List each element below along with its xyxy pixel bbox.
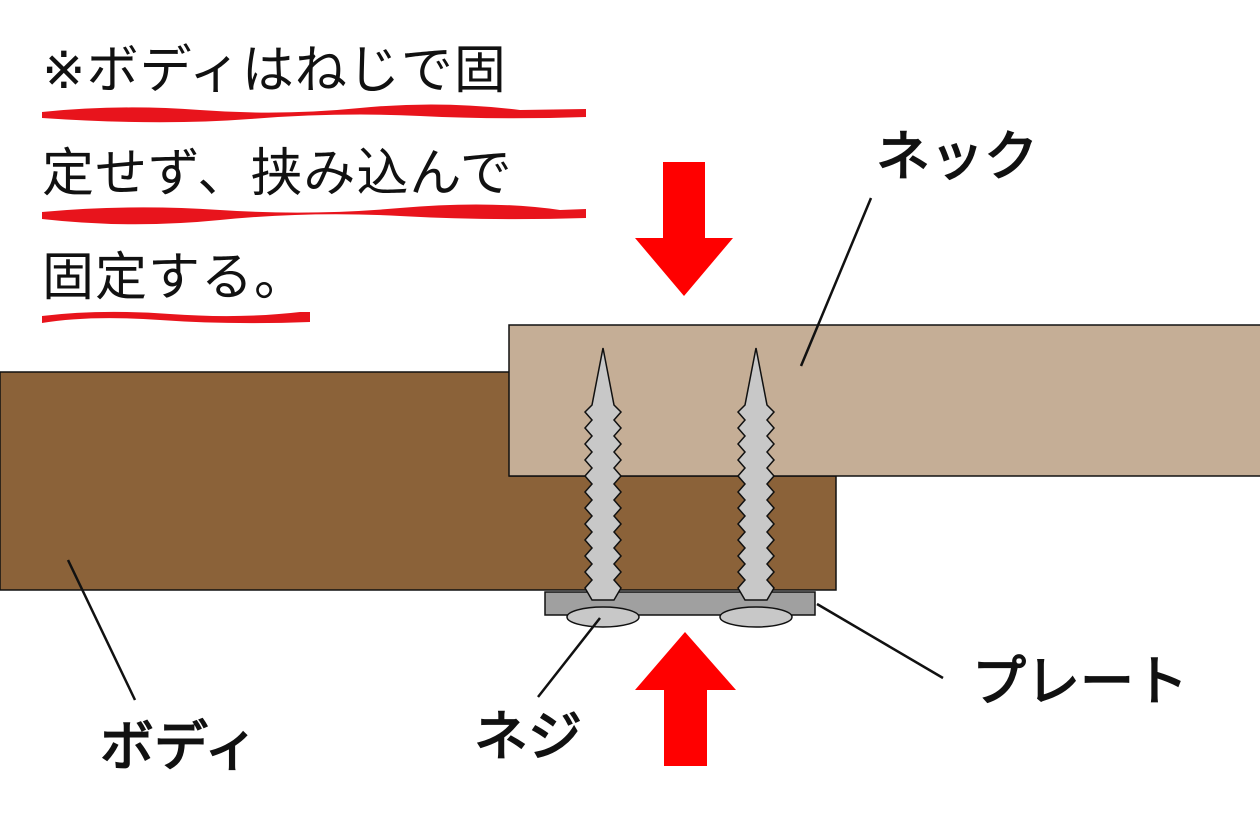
plate-label: プレート	[972, 650, 1188, 713]
screw-right	[719, 347, 793, 628]
screw-leader-line	[537, 617, 601, 698]
arrow-down-icon	[635, 162, 733, 296]
note-underline-2	[42, 204, 586, 225]
plate-leader-line	[816, 602, 944, 680]
neck-label: ネック	[876, 125, 1038, 188]
body-label: ボディ	[100, 715, 259, 778]
neck-leader-line	[799, 197, 873, 367]
note-line-1: ※ボディはねじで固	[42, 41, 507, 101]
screw-label: ネジ	[474, 705, 582, 768]
note-underlines	[42, 104, 586, 324]
neck-block	[508, 324, 1260, 477]
note-line-3: 固定する。	[42, 248, 308, 308]
screw-left	[566, 347, 640, 628]
note-line-2: 定せず、挟み込んで	[42, 144, 513, 204]
note-underline-3	[42, 311, 310, 324]
note-underline-1	[42, 104, 586, 123]
body-leader-line	[66, 559, 137, 701]
arrow-up-icon	[635, 632, 736, 766]
